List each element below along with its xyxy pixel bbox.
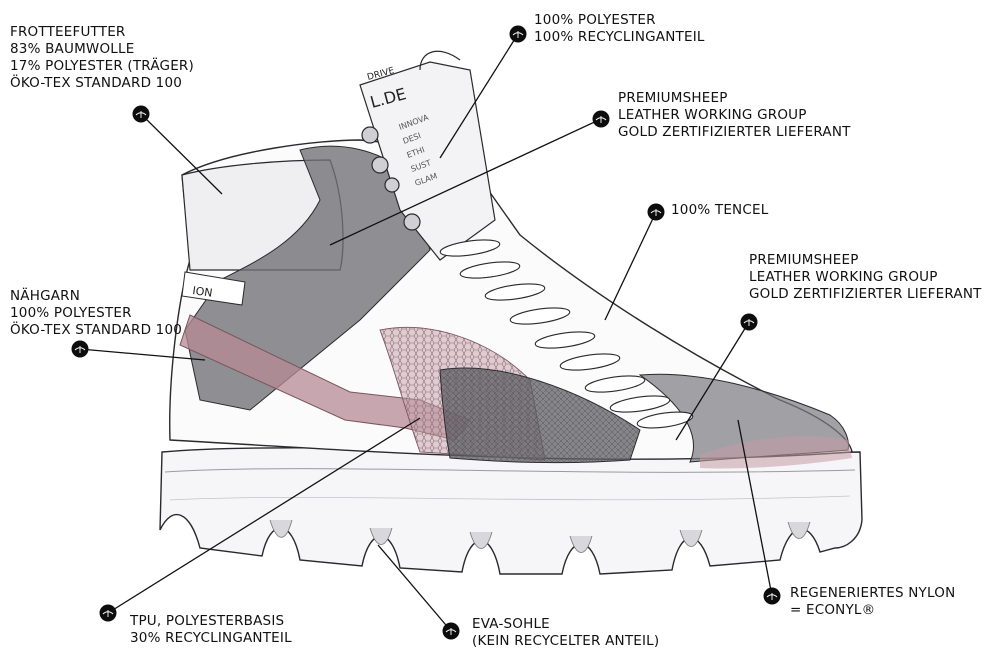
callout-line: 100% POLYESTER — [534, 12, 656, 28]
callout-line: PREMIUMSHEEP — [618, 90, 728, 106]
callout-line: (KEIN RECYCELTER ANTEIL) — [472, 633, 660, 649]
callout-line: PREMIUMSHEEP — [749, 252, 859, 268]
callout-thread: NÄHGARN 100% POLYESTER ÖKO-TEX STANDARD … — [10, 288, 182, 339]
callout-line: LEATHER WORKING GROUP — [749, 269, 938, 285]
callout-line: NÄHGARN — [10, 288, 81, 304]
callout-line: GOLD ZERTIFIZIERTER LIEFERANT — [749, 286, 982, 302]
leader-lines — [79, 33, 773, 632]
shoe-upper: DRIVE L.DE INNOVA DESI ETHI SUST GLAM IO… — [169, 50, 853, 469]
eva-sole — [159, 447, 863, 575]
callout-leather-toe: PREMIUMSHEEP LEATHER WORKING GROUP GOLD … — [749, 252, 982, 303]
callout-line: FROTTEEFUTTER — [10, 24, 126, 40]
callout-sole: EVA-SOHLE (KEIN RECYCELTER ANTEIL) — [472, 616, 659, 650]
callout-line: GOLD ZERTIFIZIERTER LIEFERANT — [618, 124, 851, 140]
callout-line: LEATHER WORKING GROUP — [618, 107, 807, 123]
collar-text: ION — [192, 284, 214, 300]
callout-nylon: REGENERIERTES NYLON = ECONYL® — [790, 585, 955, 619]
callout-line: REGENERIERTES NYLON — [790, 585, 956, 601]
callout-line: 83% BAUMWOLLE — [10, 41, 135, 57]
callout-tpu: TPU, POLYESTERBASIS 30% RECYCLINGANTEIL — [130, 613, 292, 647]
callout-line: ÖKO-TEX STANDARD 100 — [10, 322, 183, 338]
callout-line: EVA-SOHLE — [472, 616, 550, 632]
callout-line: TPU, POLYESTERBASIS — [130, 613, 285, 629]
tongue — [359, 61, 496, 261]
callout-laces: 100% TENCEL — [671, 202, 768, 219]
callout-tag: 100% POLYESTER 100% RECYCLINGANTEIL — [534, 12, 705, 46]
callout-line: 100% RECYCLINGANTEIL — [534, 29, 705, 45]
callout-line: 100% TENCEL — [671, 202, 769, 218]
callout-line: ÖKO-TEX STANDARD 100 — [10, 75, 183, 91]
callout-line: = ECONYL® — [790, 602, 876, 618]
callout-line: 30% RECYCLINGANTEIL — [130, 630, 292, 646]
callout-leather-upper: PREMIUMSHEEP LEATHER WORKING GROUP GOLD … — [618, 90, 851, 141]
callout-lining: FROTTEEFUTTER 83% BAUMWOLLE 17% POLYESTE… — [10, 24, 194, 92]
callout-line: 17% POLYESTER (TRÄGER) — [10, 58, 194, 74]
brand-logo-marks — [74, 31, 778, 635]
callout-line: 100% POLYESTER — [10, 305, 132, 321]
